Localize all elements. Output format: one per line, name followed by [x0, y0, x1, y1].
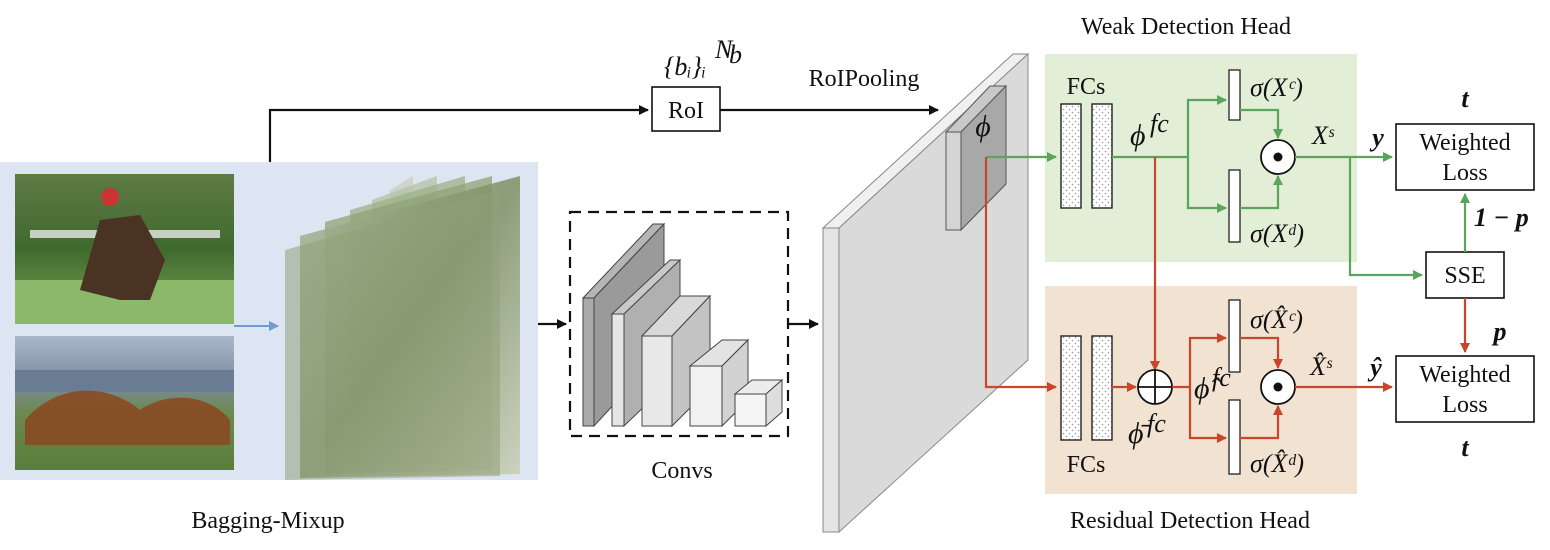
sse-label: SSE — [1444, 263, 1485, 289]
to-det-branch — [1186, 157, 1227, 213]
circle-dot-icon — [1260, 369, 1296, 405]
mixed-image-stack — [285, 176, 520, 480]
proposals-text: {bᵢ}ᵢ — [664, 52, 706, 81]
weighted-loss-bottom-line1: Weighted — [1419, 362, 1510, 388]
sigma-xd-label: σ(Xᵈ) — [1250, 219, 1304, 248]
input-image-horse — [15, 174, 234, 324]
t-top-label: t — [1461, 84, 1469, 113]
to-roi-arrow — [268, 105, 649, 162]
cls-branch-block — [1228, 69, 1241, 121]
to-det-hat-branch — [1188, 387, 1227, 443]
weak-head-title: Weak Detection Head — [1081, 14, 1291, 40]
phi-bar-fc-sup: fc — [1147, 409, 1166, 438]
fcs-top-label: FCs — [1067, 74, 1106, 100]
det-branch-block — [1228, 169, 1241, 243]
fc-layer-3 — [1060, 335, 1082, 441]
y-label: y — [1369, 123, 1384, 152]
circle-plus-icon — [1137, 369, 1173, 405]
weighted-loss-top-box — [1395, 123, 1535, 191]
sigma-xd-hat-label: σ(X̂ᵈ) — [1250, 449, 1304, 478]
proposals-sub: b — [729, 40, 742, 69]
cls-hat-branch-block — [1228, 299, 1241, 373]
one-minus-p-label: 1 − p — [1474, 203, 1529, 232]
weighted-loss-top-line1: Weighted — [1419, 130, 1510, 156]
det-hat-to-product — [1240, 405, 1283, 440]
proposals-sup: N — [714, 35, 734, 64]
t-bottom-label: t — [1461, 433, 1469, 462]
phi-fc-sup: fc — [1150, 109, 1169, 138]
conv-block-3 — [640, 294, 712, 428]
to-cls-hat-branch — [1188, 333, 1227, 387]
phi-fc-label: ϕ — [1130, 119, 1146, 152]
conv-block-5 — [733, 378, 784, 428]
p-label: p — [1492, 317, 1507, 346]
roi-feature — [944, 84, 1008, 232]
roipooling-label: RoIPooling — [809, 66, 920, 92]
residual-head-title: Residual Detection Head — [1070, 508, 1310, 534]
input-image-sculpture — [15, 336, 234, 470]
y-hat-label: ŷ — [1367, 353, 1382, 382]
roi-box — [651, 86, 721, 132]
bagging-mixup-label: Bagging-Mixup — [191, 508, 344, 534]
weighted-loss-bottom-box — [1395, 355, 1535, 423]
xs-label: Xˢ — [1311, 121, 1335, 150]
proposals-label: {bᵢ}ᵢ N b — [664, 35, 742, 81]
xs-to-sse-arrow — [1348, 157, 1423, 280]
det-hat-branch-block — [1228, 399, 1241, 475]
cls-hat-to-product — [1240, 336, 1283, 369]
fc-layer-2 — [1091, 103, 1113, 209]
sigma-xc-hat-label: σ(X̂ᶜ) — [1250, 305, 1303, 334]
fc-layer-4 — [1091, 335, 1113, 441]
det-to-product — [1240, 175, 1283, 210]
phi-label: ϕ — [975, 110, 991, 143]
weighted-loss-bottom-line2: Loss — [1442, 392, 1487, 418]
xs-hat-label: X̂ˢ — [1309, 352, 1333, 381]
weighted-loss-top-line2: Loss — [1442, 160, 1487, 186]
cls-to-product — [1240, 108, 1283, 139]
circle-dot-icon — [1260, 139, 1296, 175]
convs-label: Convs — [651, 458, 712, 484]
sigma-xc-label: σ(Xᶜ) — [1250, 73, 1303, 102]
to-cls-branch — [1186, 95, 1227, 157]
phi-to-residual-arrow — [984, 157, 1057, 392]
fc-layer-1 — [1060, 103, 1082, 209]
fcs-bottom-label: FCs — [1067, 452, 1106, 478]
roi-label: RoI — [668, 98, 704, 124]
phi-hat-fc-sup: fc — [1212, 363, 1231, 392]
